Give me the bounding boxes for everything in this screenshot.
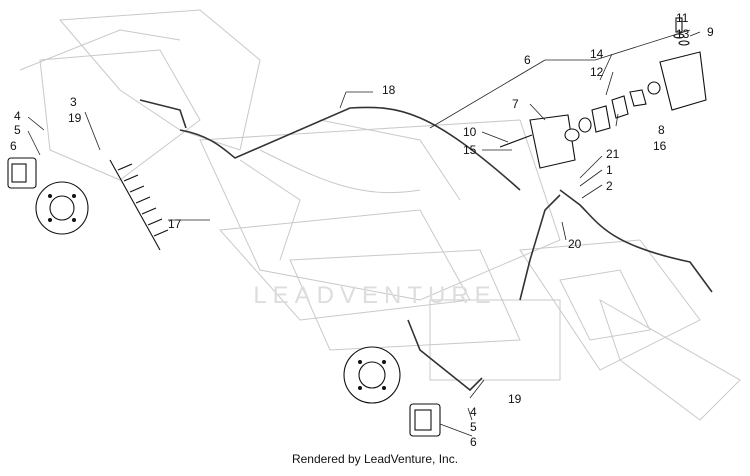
callout-13: 13 [676, 27, 690, 41]
callout-15: 15 [463, 143, 477, 157]
brake-lines [139, 99, 713, 392]
callout-16: 16 [653, 139, 667, 153]
callout-17: 17 [168, 217, 182, 231]
master-cylinder-assembly [499, 17, 707, 169]
right-wheel-hub [343, 346, 401, 404]
left-wheel-hub [35, 181, 89, 235]
callout-11: 11 [676, 11, 689, 25]
callout-21: 21 [606, 147, 620, 161]
leader-lines [27, 29, 701, 437]
callout-5-left: 5 [14, 123, 21, 137]
callout-20: 20 [568, 237, 582, 251]
callout-19-left: 19 [68, 111, 82, 125]
callout-3: 3 [70, 95, 77, 109]
callout-7: 7 [512, 97, 519, 111]
callout-2: 2 [606, 179, 613, 193]
right-brake-caliper [409, 403, 441, 437]
callout-5-right: 5 [470, 420, 477, 434]
callout-14: 14 [590, 47, 604, 61]
callout-19-right: 19 [508, 392, 522, 406]
callout-9: 9 [707, 25, 714, 39]
callout-4-left: 4 [14, 109, 21, 123]
callout-12: 12 [590, 65, 604, 79]
callout-6-right: 6 [470, 435, 477, 449]
callout-8: 8 [658, 123, 665, 137]
callout-6-master: 6 [524, 53, 531, 67]
callout-labels: 11 13 9 6 14 12 7 10 15 8 16 18 21 1 2 2… [10, 11, 714, 449]
render-caption: Rendered by LeadVenture, Inc. [291, 452, 459, 466]
left-shock-absorber [109, 159, 169, 251]
callout-1: 1 [606, 163, 613, 177]
vehicle-frame-outline [19, 9, 741, 421]
callout-10: 10 [463, 125, 477, 139]
watermark-text: LEADVENTURE [253, 282, 497, 309]
left-brake-caliper [7, 157, 37, 189]
callout-6-left: 6 [10, 139, 17, 153]
callout-4-right: 4 [470, 405, 477, 419]
callout-18: 18 [382, 83, 396, 97]
